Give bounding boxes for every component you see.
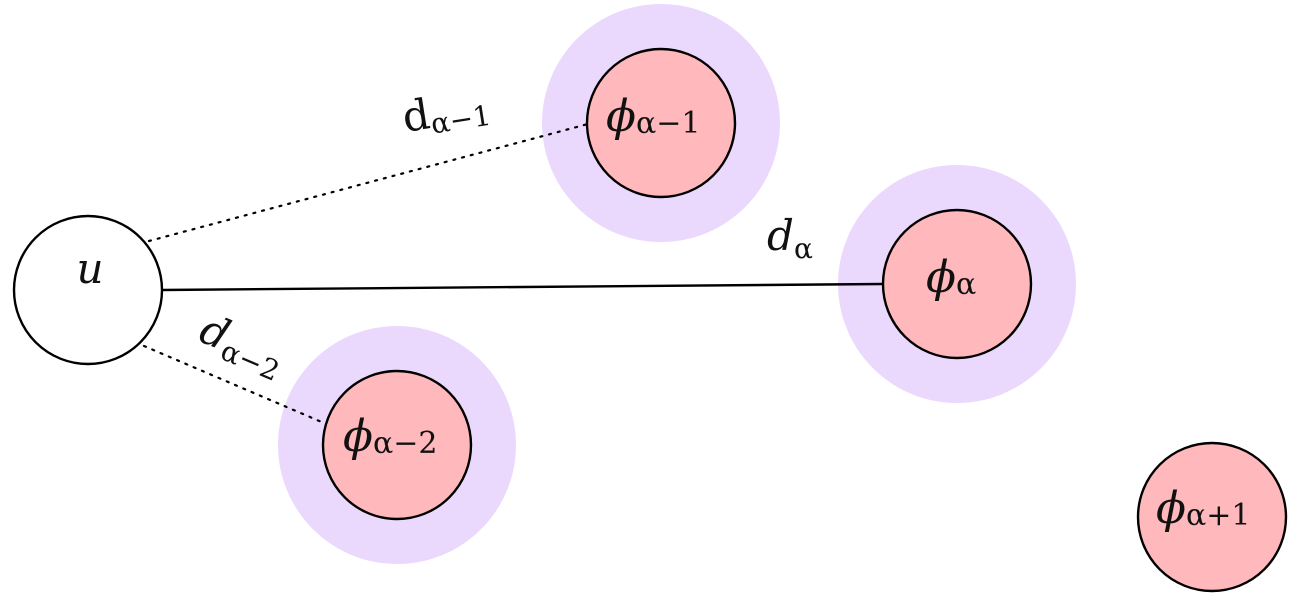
phi-alpha-minus-1-symbol: ϕ	[606, 91, 636, 142]
node-phi-alpha-minus-1	[585, 47, 737, 199]
phi-alpha-minus-2-symbol: ϕ	[343, 411, 373, 462]
d-alpha-minus-2-subscript: α−2	[216, 334, 284, 388]
node-phi-alpha-minus-2-label: ϕ α−2	[343, 411, 437, 462]
node-phi-alpha-plus-1-label: ϕ α+1	[1156, 483, 1250, 534]
node-phi-alpha-plus-1	[1136, 441, 1288, 593]
node-phi-alpha	[881, 208, 1033, 360]
phi-alpha-plus-1-symbol: ϕ	[1156, 483, 1186, 534]
edge-d-alpha-minus-2-label: d α−2	[193, 304, 284, 388]
d-alpha-subscript: α	[794, 232, 813, 265]
phi-alpha-symbol: ϕ	[926, 252, 956, 303]
d-alpha-minus-1-symbol: d	[399, 89, 433, 142]
edge-d-alpha-minus-1-label: d α−1	[399, 89, 494, 142]
node-u-label: u	[76, 244, 103, 293]
phi-alpha-minus-2-subscript: α−2	[373, 426, 437, 461]
d-alpha-symbol: d	[767, 211, 794, 260]
node-phi-alpha-minus-2	[321, 369, 473, 521]
edge-d-alpha-label: d α	[767, 211, 813, 265]
phi-alpha-subscript: α	[956, 267, 976, 302]
node-u	[12, 214, 164, 366]
node-phi-alpha-minus-1-label: ϕ α−1	[606, 91, 700, 142]
edge-d-alpha-minus-1	[147, 122, 590, 243]
edge-d-alpha-minus-2	[142, 344, 326, 425]
phi-alpha-plus-1-subscript: α+1	[1186, 498, 1250, 533]
edge-d-alpha	[161, 282, 884, 292]
phi-alpha-minus-1-subscript: α−1	[636, 106, 700, 141]
node-phi-alpha-label: ϕ α	[926, 252, 976, 303]
d-alpha-minus-1-subscript: α−1	[429, 99, 494, 141]
